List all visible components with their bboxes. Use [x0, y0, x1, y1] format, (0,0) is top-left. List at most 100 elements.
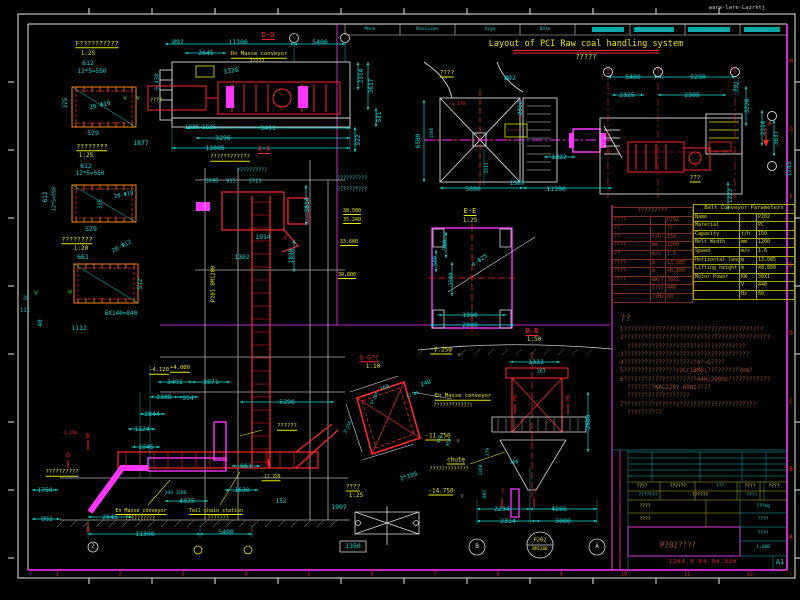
table-row: Horizontal lengthm13.085 — [693, 255, 796, 266]
table-cell: P202 — [665, 215, 693, 226]
dim-label: 512 — [137, 278, 144, 290]
section-marker: D — [267, 452, 271, 459]
dim-label: 3014 — [304, 197, 311, 213]
table-cell: 48.800 — [665, 267, 693, 277]
titleblock-sheet-size: A1 — [775, 558, 785, 566]
dim-label: 5400 — [625, 72, 641, 81]
dim-label: 5290 — [279, 397, 295, 406]
dim-label: 379 — [485, 447, 491, 457]
dim-label: 661 — [240, 461, 252, 470]
drawing-subtitle: ????? — [575, 53, 597, 61]
dim-label: 25 — [22, 295, 30, 302]
titleblock-label: ???? — [639, 503, 651, 509]
equipment-tag: BM1200 — [532, 545, 548, 551]
grid-bubble-label: B — [475, 543, 479, 550]
dim-label: 3095 — [205, 178, 219, 185]
table-cell: Lifting height — [693, 264, 740, 274]
dim-label: 5400 — [312, 37, 328, 46]
dim-label: 6500 — [415, 133, 422, 149]
weld-mark: W — [123, 95, 127, 102]
table-cell: ???? — [612, 275, 651, 286]
table-cell: Horizontal length — [693, 255, 740, 266]
dim-label: 2325 — [619, 90, 635, 99]
zone-number: 5 — [307, 571, 311, 578]
table-cell: 150 — [755, 229, 796, 240]
drawing-frame — [17, 13, 796, 579]
dim-label: 13005 — [205, 143, 225, 152]
titleblock-label: ??????? — [638, 492, 658, 498]
revision-strip-label: Sign — [484, 26, 496, 32]
view-title: D-D — [261, 31, 275, 40]
zone-number: 11 — [683, 571, 691, 578]
table-cell — [650, 224, 666, 234]
note-line: ?????????????????????????????????? — [620, 343, 746, 350]
note-line: 6?????????????????????440/260Hz?????????… — [620, 376, 771, 383]
view-title: ???????? — [76, 142, 108, 151]
dim-label: 2305 — [684, 90, 700, 99]
dim-label: 2314 — [760, 120, 767, 136]
section-marker: E — [565, 394, 571, 403]
table-cell — [693, 289, 740, 300]
dim-label: 1500 — [175, 490, 187, 496]
dim-label: 1336 — [184, 124, 200, 131]
table-cell: PC — [755, 221, 796, 231]
dim-label: 1750 — [37, 485, 53, 494]
section-marker: A — [767, 119, 773, 128]
dim-label: 1322 — [551, 152, 567, 161]
zone-letter: F — [789, 194, 793, 201]
table-cell: t/h — [739, 229, 757, 240]
dim-label: 4266 — [551, 504, 567, 513]
table-cell: ?? — [665, 224, 693, 234]
table-title: Belt Conveyor Parameters — [692, 204, 796, 214]
equipment-tag: P202 — [533, 537, 547, 544]
titleblock-label: ??? — [715, 483, 725, 489]
dim-label: 2312 — [517, 100, 524, 116]
view-title: ???? — [345, 483, 361, 492]
table-cell: 1.6 — [755, 246, 796, 257]
dim-label: 2314 — [358, 68, 365, 84]
view-scale: 1:25 — [462, 217, 478, 224]
titleblock-label: 1:100 — [756, 544, 770, 550]
zone-number: 12 — [746, 571, 754, 578]
note-line: 2???????????????????????????????????????… — [620, 335, 771, 342]
view-scale: 1:25 — [78, 152, 94, 159]
dim-label: ????? — [249, 58, 265, 65]
table-row: ?(V)440 — [612, 284, 693, 294]
titleblock-label: ???? — [639, 516, 651, 522]
dim-label: 2314 — [500, 516, 516, 525]
titleblock-label: ?????? — [691, 492, 709, 498]
label: En Masse conveyor — [115, 508, 167, 515]
view-scale: 1:25 — [348, 492, 364, 499]
table-cell: KW — [739, 272, 757, 283]
table-cell: Capacity — [693, 229, 740, 240]
label: Tail chain station — [188, 508, 244, 515]
dim-label: 3491 — [260, 123, 276, 132]
dim-label: 1713 — [248, 178, 262, 185]
table-cell — [739, 212, 757, 223]
table-row: ???? — [612, 224, 693, 234]
table-cell: V — [739, 281, 757, 291]
dim-label: 661 — [77, 252, 89, 261]
grid-bubble-label: 2 — [91, 543, 95, 550]
table-row: ?(Hz)60 — [612, 292, 693, 303]
dim-label: 12*5=550 — [51, 186, 58, 212]
dim-label: 2844 — [144, 409, 160, 418]
label: chute — [446, 456, 466, 465]
table-cell: m/s — [650, 249, 666, 260]
zone-number: 7 — [433, 571, 437, 578]
tower-elevation — [60, 160, 350, 521]
view-scale: 1:25 — [80, 50, 96, 57]
table-cell: Motor Power — [693, 272, 740, 283]
dim-label: 3000 — [555, 516, 571, 525]
dim-label: 1743 — [786, 161, 793, 177]
dim-label: 1350 — [345, 541, 361, 550]
dim-label: ???? — [149, 97, 163, 104]
table-row: ????KW/?30X1 — [612, 275, 693, 286]
dim-label: 2645 — [198, 48, 214, 57]
section-marker: C — [533, 488, 537, 495]
